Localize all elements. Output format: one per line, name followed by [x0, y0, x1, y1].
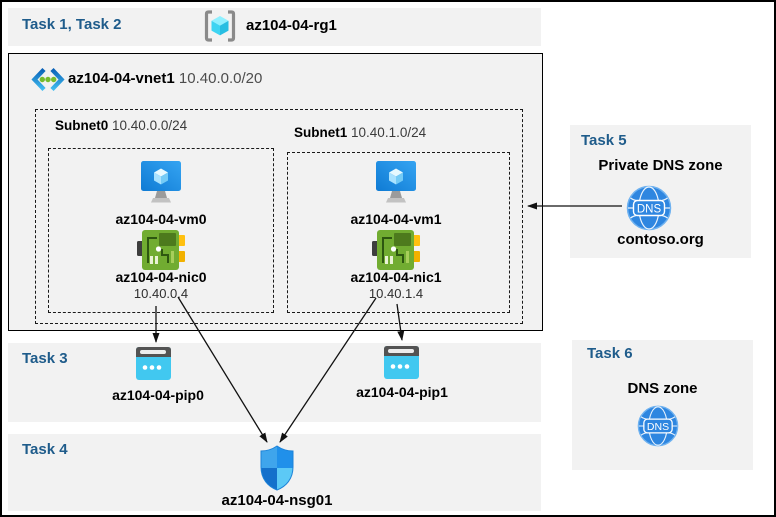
task3-label: Task 3: [22, 350, 68, 367]
subnet0-box: [48, 148, 274, 313]
nic0-label: az104-04-nic0: [115, 269, 207, 285]
subnet0-name: Subnet0: [55, 118, 109, 133]
nic1-icon: [372, 230, 420, 270]
vnet-name: az104-04-vnet1: [68, 70, 175, 87]
nsg-label: az104-04-nsg01: [221, 492, 333, 509]
task5-label: Task 5: [581, 132, 627, 149]
nic0-ip: 10.40.0.4: [133, 286, 189, 301]
subnet0-cidr: 10.40.0.0/24: [112, 118, 188, 133]
nic1-ip: 10.40.1.4: [368, 286, 424, 301]
subnet1-label: Subnet1 10.40.1.0/24: [294, 125, 426, 140]
nic1-label: az104-04-nic1: [350, 269, 442, 285]
resource-group-name: az104-04-rg1: [246, 17, 337, 34]
dns-icon-text-6: DNS: [647, 421, 669, 433]
vm1-label: az104-04-vm1: [350, 211, 442, 227]
vm0-label: az104-04-vm0: [115, 211, 207, 227]
task6-box: [572, 340, 753, 470]
private-dns-zone-icon: DNS: [626, 185, 672, 231]
pip1-icon: [384, 346, 419, 379]
vnet-title: az104-04-vnet1 10.40.0.0/20: [68, 70, 262, 87]
subnet0-label: Subnet0 10.40.0.0/24: [55, 118, 187, 133]
vnet-cidr: 10.40.0.0/20: [178, 70, 263, 87]
dns-icon-text-5: DNS: [637, 204, 662, 216]
task3-band: [8, 343, 541, 422]
private-dns-zone-title: Private DNS zone: [598, 157, 723, 174]
task12-label: Task 1, Task 2: [22, 16, 122, 33]
pip0-label: az104-04-pip0: [112, 387, 204, 403]
subnets-container: [35, 109, 523, 324]
task12-band: [8, 8, 541, 46]
pip0-icon: [136, 347, 171, 380]
dns-zone-title: DNS zone: [627, 380, 698, 397]
nic0-icon: [137, 230, 185, 270]
vnet-box: [8, 53, 543, 331]
task6-label: Task 6: [587, 345, 633, 362]
task4-label: Task 4: [22, 441, 68, 458]
nsg-shield-icon: [260, 445, 294, 491]
pip1-label: az104-04-pip1: [356, 384, 448, 400]
vm0-icon: [140, 161, 182, 206]
subnet1-name: Subnet1: [294, 125, 348, 140]
subnet1-cidr: 10.40.1.0/24: [351, 125, 427, 140]
resource-group-icon: [202, 9, 238, 43]
dns-zone-icon: DNS: [637, 405, 679, 447]
vnet-icon: [31, 67, 65, 92]
vm1-icon: [375, 161, 417, 206]
private-dns-zone-name: contoso.org: [617, 231, 704, 248]
